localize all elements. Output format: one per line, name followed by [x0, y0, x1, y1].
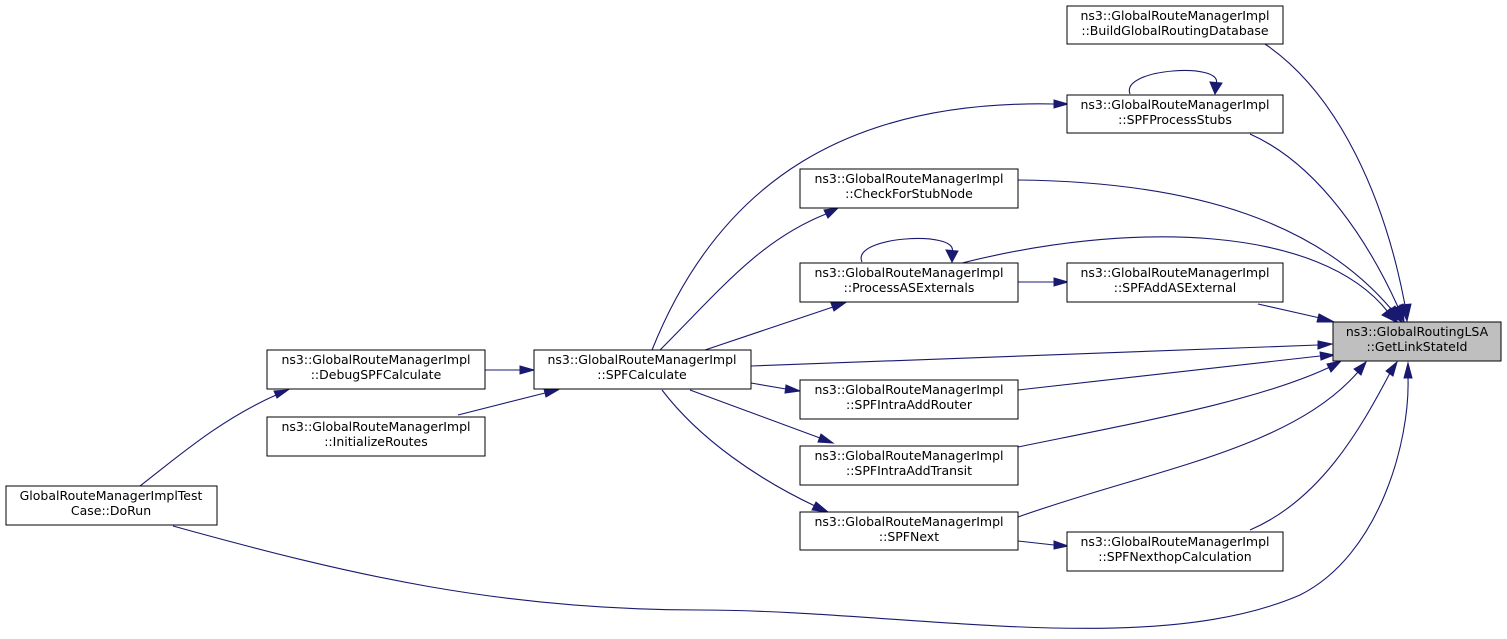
node-line1: ns3::GlobalRouteManagerImpl: [547, 352, 736, 367]
node-spf-nexthop-calculation[interactable]: ns3::GlobalRouteManagerImpl ::SPFNexthop…: [1066, 531, 1284, 572]
edge-inittroutes-to-spfcalc: [457, 388, 560, 416]
edge-spfcalc-to-introuter: [750, 382, 802, 394]
edge-debugspf-to-spfcalc: [485, 365, 536, 375]
node-test-case-do-run[interactable]: GlobalRouteManagerImplTest Case::DoRun: [5, 485, 218, 526]
node-line1: ns3::GlobalRouteManagerImpl: [814, 448, 1003, 463]
node-line1: ns3::GlobalRouteManagerImpl: [281, 352, 470, 367]
node-spf-intra-add-transit[interactable]: ns3::GlobalRouteManagerImpl ::SPFIntraAd…: [799, 445, 1019, 486]
edge-inttransit-to-target: [1017, 360, 1343, 448]
node-spf-add-as-external[interactable]: ns3::GlobalRouteManagerImpl ::SPFAddASEx…: [1066, 262, 1284, 303]
node-line2: ::InitializeRoutes: [324, 434, 428, 449]
node-line2: Case::DoRun: [71, 503, 151, 518]
node-check-for-stub-node[interactable]: ns3::GlobalRouteManagerImpl ::CheckForSt…: [799, 168, 1019, 209]
node-line2: ::SPFAddASExternal: [1114, 280, 1237, 295]
node-line2: ::SPFIntraAddTransit: [846, 463, 972, 478]
node-line1: ns3::GlobalRoutingLSA: [1346, 324, 1489, 339]
node-line2: ::BuildGlobalRoutingDatabase: [1081, 23, 1269, 38]
node-get-link-state-id[interactable]: ns3::GlobalRoutingLSA ::GetLinkStateId: [1332, 321, 1502, 362]
edge-spfcalc-to-checkstub: [659, 207, 840, 351]
node-line2: ::DebugSPFCalculate: [311, 367, 442, 382]
node-line1: ns3::GlobalRouteManagerImpl: [814, 514, 1003, 529]
edge-spfcalc-to-procasext: [704, 302, 847, 351]
node-line1: ns3::GlobalRouteManagerImpl: [281, 419, 470, 434]
edge-procasext-self: [860, 238, 959, 264]
node-build-global-routing-database[interactable]: ns3::GlobalRouteManagerImpl ::BuildGloba…: [1066, 5, 1284, 45]
edge-build-to-target: [1264, 43, 1412, 323]
edge-testcase-to-debugspf: [139, 389, 290, 487]
edge-spfnext-to-target: [1017, 360, 1367, 518]
node-line1: ns3::GlobalRouteManagerImpl: [1080, 97, 1269, 112]
node-line1: ns3::GlobalRouteManagerImpl: [814, 265, 1003, 280]
edge-spfcalc-to-spfnext: [661, 389, 830, 513]
edge-nexthop-to-target: [1249, 360, 1398, 531]
node-line2: ::SPFCalculate: [597, 367, 687, 382]
node-line1: ns3::GlobalRouteManagerImpl: [1080, 265, 1269, 280]
node-line2: ::CheckForStubNode: [845, 186, 973, 201]
node-line2: ::SPFIntraAddRouter: [846, 397, 973, 412]
edge-procasext-to-target: [957, 236, 1400, 325]
node-spf-intra-add-router[interactable]: ns3::GlobalRouteManagerImpl ::SPFIntraAd…: [799, 379, 1019, 420]
node-line2: ::SPFNext: [879, 529, 939, 544]
edge-stubs-self: [1129, 70, 1223, 96]
edge-procasext-to-addasext: [1018, 277, 1070, 287]
node-line2: ::SPFNexthopCalculation: [1098, 549, 1251, 564]
edge-spfnext-to-nexthop: [1017, 540, 1070, 550]
node-line2: ::SPFProcessStubs: [1118, 112, 1232, 127]
edge-spfcalc-to-stubs: [651, 99, 1070, 351]
node-line1: ns3::GlobalRouteManagerImpl: [814, 171, 1003, 186]
edge-testcase-to-target: [172, 361, 1413, 629]
edges: [139, 43, 1413, 629]
edge-addasext-to-target: [1257, 303, 1335, 323]
node-debug-spf-calculate[interactable]: ns3::GlobalRouteManagerImpl ::DebugSPFCa…: [266, 349, 486, 390]
nodes: ns3::GlobalRouteManagerImpl ::BuildGloba…: [5, 5, 1502, 572]
node-spf-process-stubs[interactable]: ns3::GlobalRouteManagerImpl ::SPFProcess…: [1066, 94, 1284, 134]
node-line2: ::ProcessASExternals: [844, 280, 975, 295]
node-line1: ns3::GlobalRouteManagerImpl: [814, 382, 1003, 397]
node-line2: ::GetLinkStateId: [1366, 339, 1467, 354]
node-line1: ns3::GlobalRouteManagerImpl: [1080, 8, 1269, 23]
node-line1: GlobalRouteManagerImplTest: [20, 488, 203, 503]
edge-spfcalc-to-target: [750, 340, 1334, 367]
edge-spfcalc-to-inttransit: [689, 389, 835, 444]
edge-introuter-to-target: [1017, 351, 1336, 391]
node-process-as-externals[interactable]: ns3::GlobalRouteManagerImpl ::ProcessASE…: [799, 262, 1019, 303]
node-spf-calculate[interactable]: ns3::GlobalRouteManagerImpl ::SPFCalcula…: [533, 349, 752, 390]
node-initialize-routes[interactable]: ns3::GlobalRouteManagerImpl ::Initialize…: [266, 416, 486, 457]
node-line1: ns3::GlobalRouteManagerImpl: [1080, 534, 1269, 549]
node-spf-next[interactable]: ns3::GlobalRouteManagerImpl ::SPFNext: [799, 511, 1019, 551]
